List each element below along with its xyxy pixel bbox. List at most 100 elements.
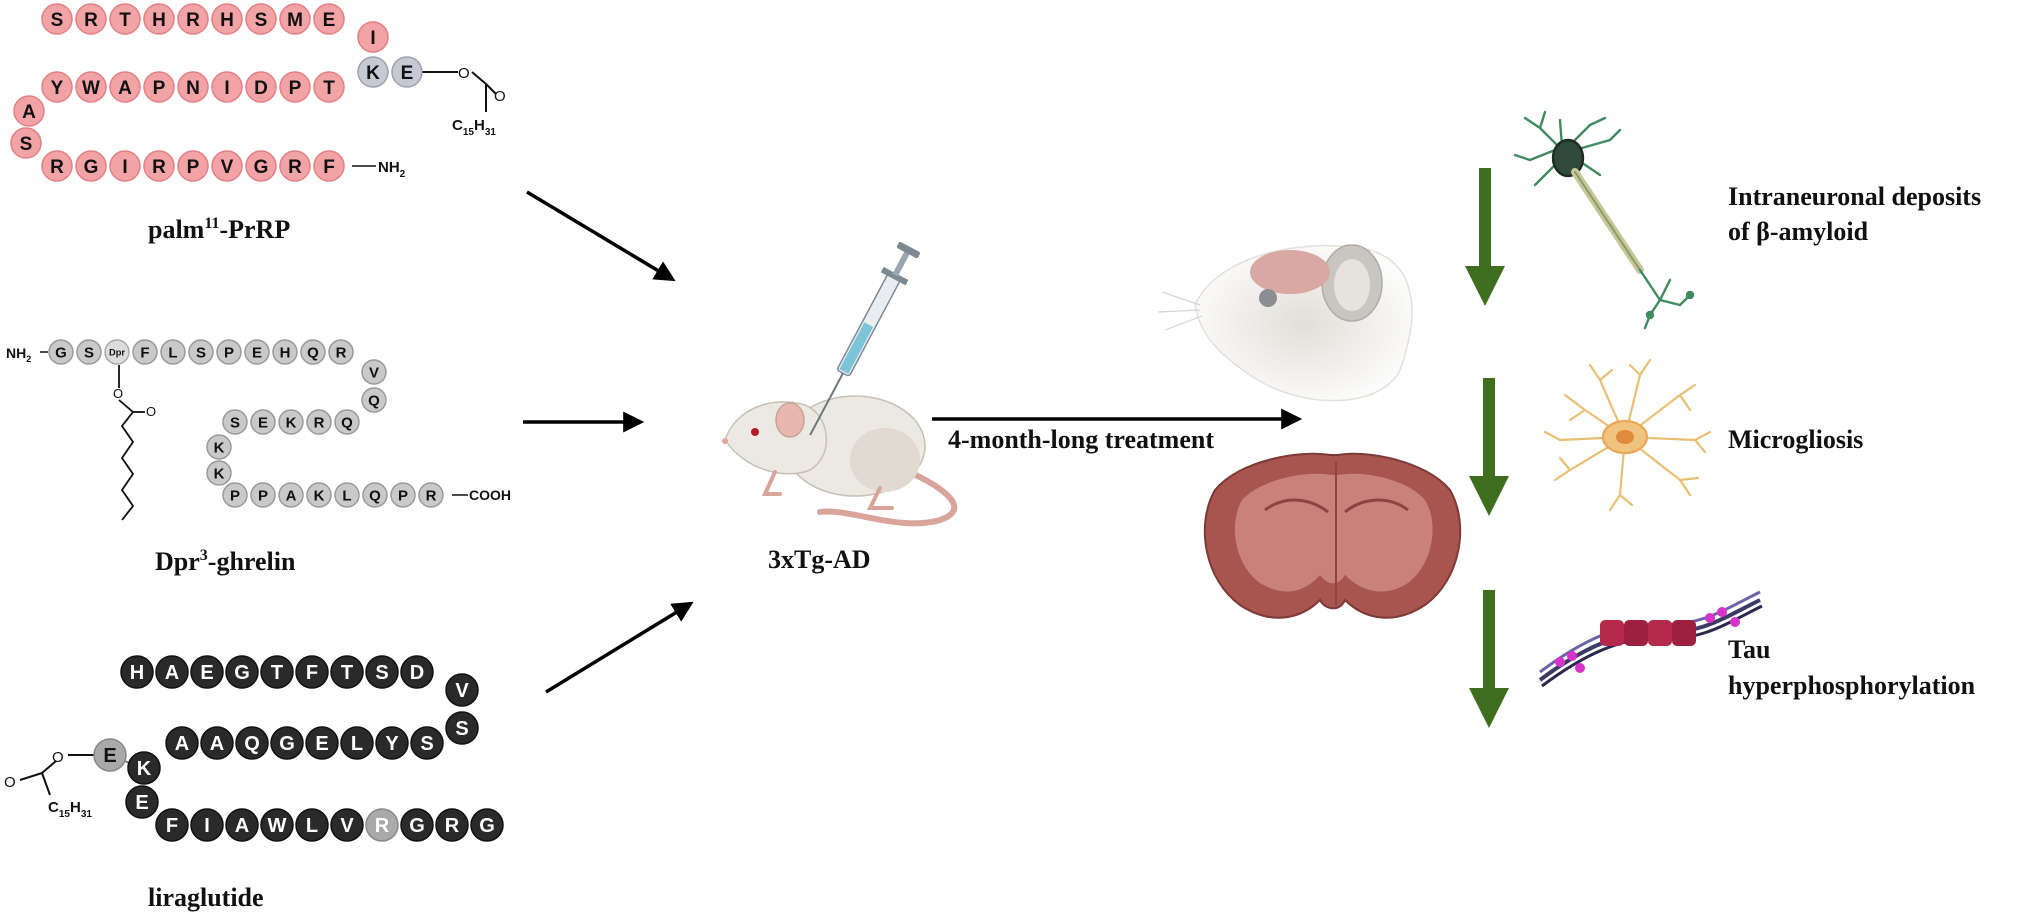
- residue-circle: [206, 460, 232, 486]
- residue-letter: A: [235, 815, 249, 837]
- residue-letter: I: [224, 78, 229, 99]
- residue-letter: N: [186, 78, 200, 99]
- residue-bead: R: [435, 808, 469, 842]
- residue-circle: [104, 339, 130, 365]
- residue-letter: K: [137, 758, 152, 780]
- residue-bead: E: [93, 738, 127, 772]
- residue-bead: I: [109, 150, 141, 182]
- residue-bead: S: [365, 655, 399, 689]
- residue-bead: F: [132, 339, 158, 365]
- outcome-arrows: [1465, 168, 1509, 728]
- residue-circle: [13, 95, 45, 127]
- residue-circle: [245, 150, 277, 182]
- residue-circle: [109, 71, 141, 103]
- residue-bead: A: [278, 482, 304, 508]
- residue-letter: Q: [368, 392, 380, 409]
- residue-circle: [155, 655, 189, 689]
- residue-circle: [445, 673, 479, 707]
- residue-circle: [200, 726, 234, 760]
- residue-bead: L: [334, 482, 360, 508]
- residue-letter: G: [254, 157, 269, 178]
- residue-circle: [143, 150, 175, 182]
- residue-letter: P: [187, 157, 200, 178]
- residue-circle: [188, 339, 214, 365]
- residue-bead: Y: [375, 726, 409, 760]
- mouse-haunch: [850, 428, 920, 492]
- residue-circle: [400, 655, 434, 689]
- residue-circle: [235, 726, 269, 760]
- residue-circle: [391, 56, 423, 88]
- residue-letter: A: [22, 102, 36, 123]
- residue-letter: G: [84, 157, 99, 178]
- residue-bead: V: [445, 673, 479, 707]
- residue-circle: [222, 482, 248, 508]
- residue-bead: H: [211, 3, 243, 35]
- residue-letter: Q: [307, 344, 319, 361]
- residue-bead: G: [470, 808, 504, 842]
- mouse-injection-illustration: 3xTg-AD: [722, 242, 958, 574]
- residue-letter: L: [351, 733, 363, 755]
- residue-circle: [177, 150, 209, 182]
- residue-letter: D: [254, 78, 268, 99]
- residue-letter: V: [221, 157, 234, 178]
- liraglutide-ester-bond: [41, 760, 57, 774]
- residue-bead: E: [305, 726, 339, 760]
- residue-letter: R: [375, 815, 390, 837]
- residue-bead: D: [400, 655, 434, 689]
- residue-circle: [435, 808, 469, 842]
- residue-bead: R: [143, 150, 175, 182]
- residue-circle: [245, 3, 277, 35]
- residue-bead: I: [211, 71, 243, 103]
- palm-prrp-ester-oxygen: O: [458, 65, 470, 82]
- residue-letter: W: [82, 78, 100, 99]
- residue-letter: E: [258, 414, 268, 431]
- residue-bead: R: [279, 150, 311, 182]
- brain-section-illustration: [1203, 452, 1462, 619]
- residue-letter: F: [323, 157, 335, 178]
- residue-circle: [75, 3, 107, 35]
- residue-letter: R: [314, 414, 325, 431]
- residue-bead: S: [222, 409, 248, 435]
- residue-circle: [328, 339, 354, 365]
- brain-section-hippocampus: [1264, 498, 1409, 514]
- residue-letter: R: [336, 344, 347, 361]
- residue-bead: F: [295, 655, 329, 689]
- liraglutide-acyl-chain: C15H31: [48, 799, 92, 820]
- residue-letter: Y: [385, 733, 399, 755]
- residue-bead: D: [245, 71, 277, 103]
- mouse-head: [724, 401, 827, 475]
- mouse-nose: [722, 438, 728, 444]
- dpr-ghrelin-c-terminus: COOH: [469, 487, 511, 503]
- residue-bead: P: [177, 150, 209, 182]
- residue-circle: [365, 808, 399, 842]
- treatment-arrow: 4-month-long treatment: [932, 408, 1303, 454]
- residue-letter: E: [252, 344, 262, 361]
- residue-circle: [330, 808, 364, 842]
- arrow-liraglutide-to-mouse: [545, 601, 694, 694]
- residue-letter: K: [366, 63, 380, 84]
- residue-bead: R: [365, 808, 399, 842]
- residue-bead: S: [41, 3, 73, 35]
- residue-bead: L: [340, 726, 374, 760]
- dpr-ghrelin-ester-oxygen: O: [113, 386, 123, 401]
- palm-prrp-c-terminal-amide: NH2: [378, 159, 406, 180]
- residue-letter: D: [410, 662, 424, 684]
- residue-bead: E: [125, 785, 159, 819]
- residue-circle: [75, 71, 107, 103]
- residue-bead: F: [313, 150, 345, 182]
- residue-letter: L: [168, 344, 177, 361]
- residue-letter: M: [287, 10, 303, 31]
- residue-bead: S: [188, 339, 214, 365]
- residue-circle: [41, 3, 73, 35]
- residue-circle: [410, 726, 444, 760]
- residue-bead: A: [155, 655, 189, 689]
- palm-prrp-ester-bond: [471, 71, 487, 85]
- down-arrow-amyloid: [1465, 168, 1505, 306]
- mouse-head-ear-inner: [1334, 259, 1370, 311]
- residue-letter: P: [289, 78, 302, 99]
- residue-circle: [334, 409, 360, 435]
- residue-bead: K: [206, 460, 232, 486]
- residue-letter: Q: [341, 414, 353, 431]
